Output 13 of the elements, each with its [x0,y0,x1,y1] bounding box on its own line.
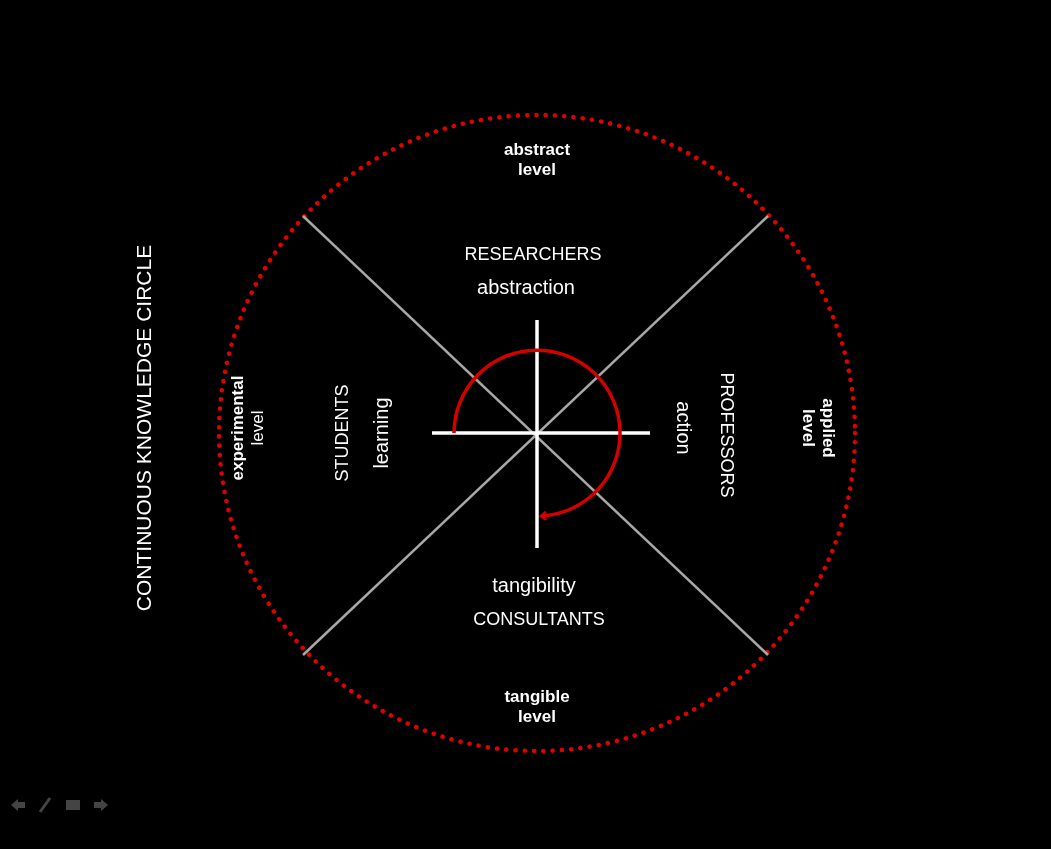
level-label: applied level [798,398,839,458]
stage-label: action [672,401,696,455]
stage-label: tangibility [492,573,576,597]
level-label: tangible level [504,686,570,728]
level-label: experimental level [227,375,268,481]
role-label: CONSULTANTS [473,609,605,631]
stage-label: abstraction [477,275,575,299]
role-label: STUDENTS [332,384,354,482]
title: CONTINUOUS KNOWLEDGE CIRCLE [131,244,157,612]
level-label: abstract level [503,139,571,181]
role-label: RESEARCHERS [464,244,602,266]
stage-label: learning [369,397,393,469]
role-label: PROFESSORS [715,372,737,498]
